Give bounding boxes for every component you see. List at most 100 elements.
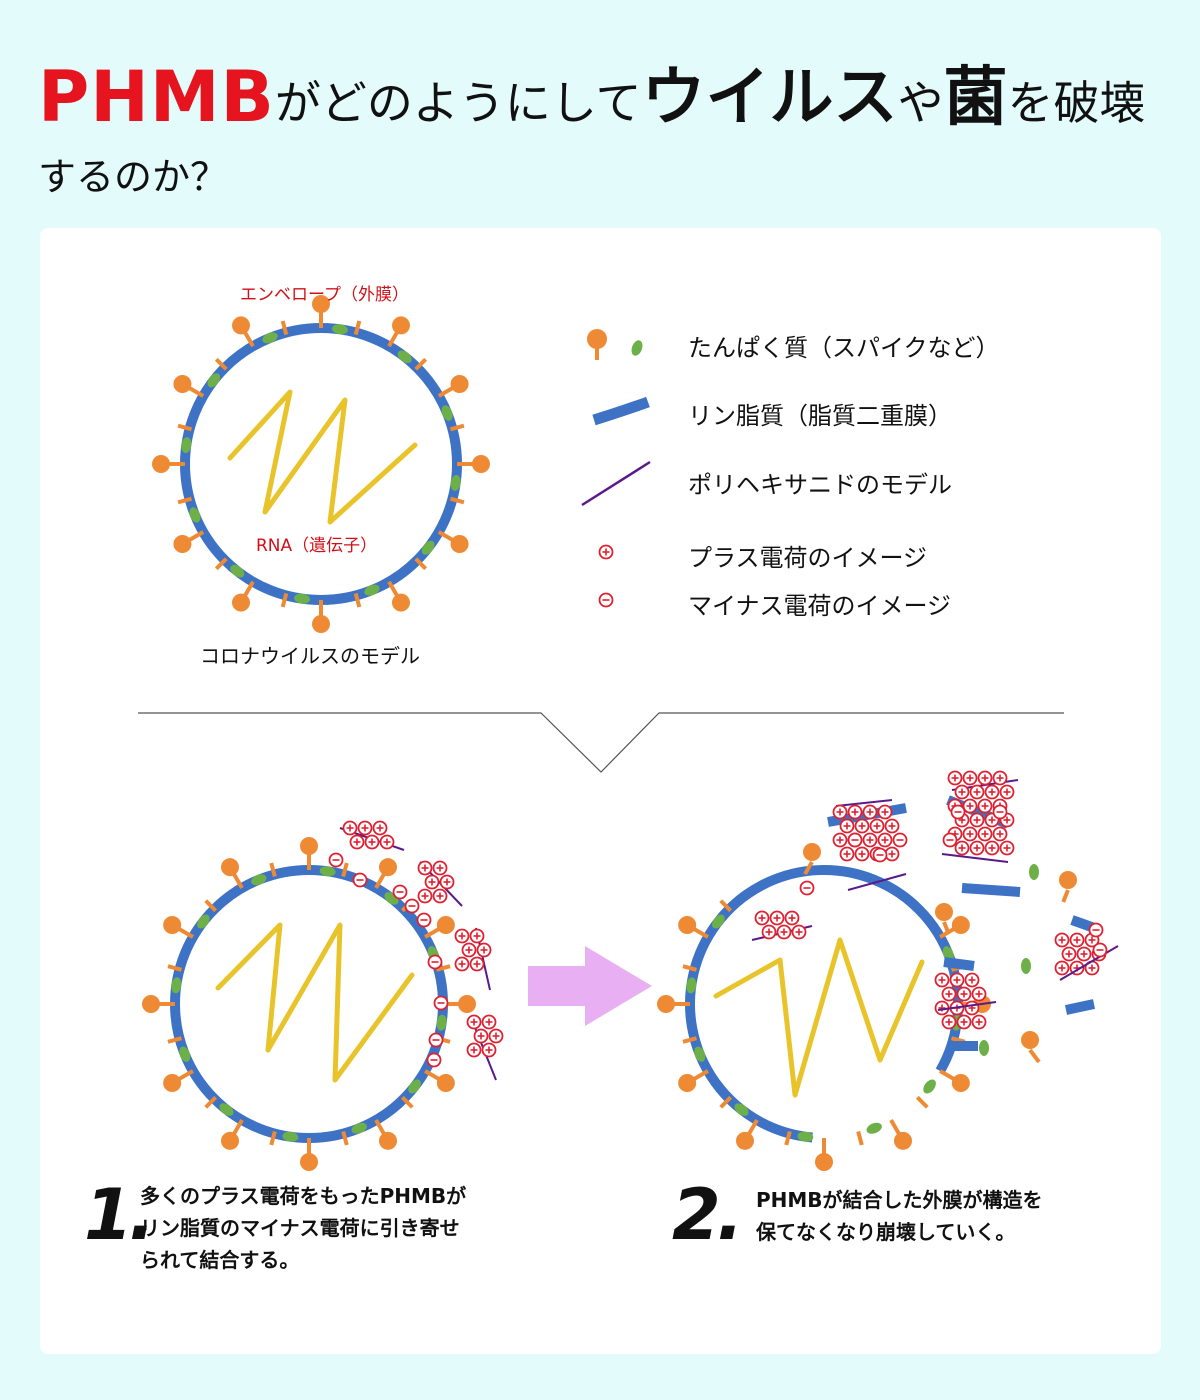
plus-charge-icon: [984, 840, 1000, 856]
plus-charge-icon: [962, 770, 978, 786]
phmb-strand: [937, 1001, 997, 1011]
membrane-protein-icon: [712, 914, 725, 929]
spike-stem-icon: [1061, 889, 1070, 903]
plus-charge-icon: [481, 1014, 497, 1030]
membrane-protein-icon: [219, 1103, 234, 1116]
spike-protein-icon: [232, 593, 250, 612]
plus-charge-icon: [969, 840, 985, 856]
minus-charge-icon: [950, 804, 966, 820]
spike-protein-icon: [1021, 1031, 1039, 1049]
short-spike-icon: [414, 557, 428, 571]
minus-charge-icon: [433, 995, 449, 1011]
plus-charge-icon: [954, 784, 970, 800]
short-spike-icon: [414, 357, 428, 371]
legend-label-phmb: ポリヘキサニドのモデル: [688, 471, 952, 499]
section-divider: [138, 712, 1064, 773]
membrane-protein-icon: [251, 874, 267, 886]
spike-protein-icon: [379, 858, 397, 877]
minus-charge-icon: [328, 852, 344, 868]
short-spike-icon: [167, 1036, 183, 1044]
spike-protein-icon: [450, 375, 469, 393]
short-spike-icon: [449, 496, 465, 505]
short-spike-icon: [214, 357, 228, 371]
spike-protein-icon: [312, 615, 330, 633]
spike-protein-icon: [815, 1153, 833, 1171]
short-spike-icon: [204, 899, 218, 913]
plus-charge-icon: [466, 1042, 482, 1058]
plus-charge-icon: [862, 832, 878, 848]
plus-charge-icon: [977, 798, 993, 814]
plus-charge-icon: [971, 1014, 987, 1030]
minus-charge-icon: [427, 954, 443, 970]
plus-charge-icon: [469, 928, 485, 944]
plus-charge-icon: [949, 972, 965, 988]
short-spike-icon: [177, 423, 193, 432]
membrane-protein-icon: [631, 340, 643, 356]
spike-protein-icon: [803, 843, 821, 861]
rna-label: RNA（遺伝子）: [256, 536, 378, 556]
minus-charge-icon: [404, 898, 420, 914]
plus-charge-icon: [992, 826, 1008, 842]
title-part2: や: [897, 76, 944, 130]
phmb-strand: [941, 853, 1009, 863]
plus-charge-icon: [999, 784, 1015, 800]
spike-protein-icon: [173, 535, 192, 553]
membrane-protein-icon: [1029, 864, 1039, 880]
plus-charge-icon: [432, 888, 448, 904]
step-1-number: 1.: [84, 1174, 155, 1256]
plus-charge-icon: [956, 986, 972, 1002]
minus-charge-icon: [416, 912, 432, 928]
legend-label-plus: プラス電荷のイメージ: [688, 544, 928, 572]
plus-charge-icon: [839, 818, 855, 834]
minus-charge-icon: [872, 847, 888, 863]
minus-charge-icon: [352, 872, 368, 888]
minus-charge-icon: [598, 592, 614, 608]
spike-protein-icon: [951, 1074, 970, 1092]
minus-charge-icon: [799, 880, 815, 896]
plus-charge-icon: [1069, 932, 1085, 948]
plus-charge-icon: [847, 804, 863, 820]
protein-spike-icon: [587, 329, 607, 349]
plus-charge-icon: [964, 972, 980, 988]
plus-charge-icon: [954, 840, 970, 856]
legend-label-minus: マイナス電荷のイメージ: [688, 592, 952, 620]
spike-protein-icon: [152, 455, 170, 473]
spike-protein-icon: [221, 858, 239, 877]
spike-protein-icon: [173, 375, 192, 393]
plus-charge-icon: [862, 804, 878, 820]
plus-charge-icon: [971, 986, 987, 1002]
membrane-protein-icon: [397, 350, 412, 364]
spike-protein-icon: [1059, 871, 1077, 889]
membrane-protein-icon: [294, 593, 311, 604]
plus-charge-icon: [454, 928, 470, 944]
short-spike-icon: [353, 592, 362, 608]
plus-charge-icon: [832, 832, 848, 848]
short-spike-icon: [167, 964, 183, 972]
plus-charge-icon: [839, 846, 855, 862]
plus-charge-icon: [461, 942, 477, 958]
plus-charge-icon: [992, 770, 1008, 786]
plus-charge-icon: [984, 784, 1000, 800]
spike-protein-icon: [472, 455, 490, 473]
step-2-text: PHMBが結合した外膜が構造を 保てなくなり崩壊していく。: [756, 1188, 1043, 1244]
plus-charge-icon: [791, 924, 807, 940]
spike-protein-icon: [379, 1131, 397, 1150]
spike-protein-icon: [450, 535, 469, 553]
step-1-text: 多くのプラス電荷をもったPHMBが リン脂質のマイナス電荷に引き寄せ られて結合…: [140, 1184, 467, 1272]
plus-charge-icon: [869, 818, 885, 834]
spike-stem-icon: [942, 921, 951, 935]
membrane-protein-icon: [230, 564, 245, 578]
membrane-protein-icon: [207, 373, 221, 388]
plus-charge-icon: [481, 1042, 497, 1058]
minus-charge-icon: [892, 832, 908, 848]
minus-charge-icon: [426, 1052, 442, 1068]
plus-charge-icon: [473, 1028, 489, 1044]
membrane-protein-icon: [441, 405, 453, 421]
membrane-protein-icon: [262, 332, 278, 344]
plus-charge-icon: [598, 544, 614, 560]
plus-charge-icon: [417, 860, 433, 876]
short-spike-icon: [269, 1130, 277, 1146]
phmb-strand: [1059, 945, 1119, 981]
title-phmb: PHMB: [38, 56, 275, 138]
plus-charge-icon: [977, 770, 993, 786]
